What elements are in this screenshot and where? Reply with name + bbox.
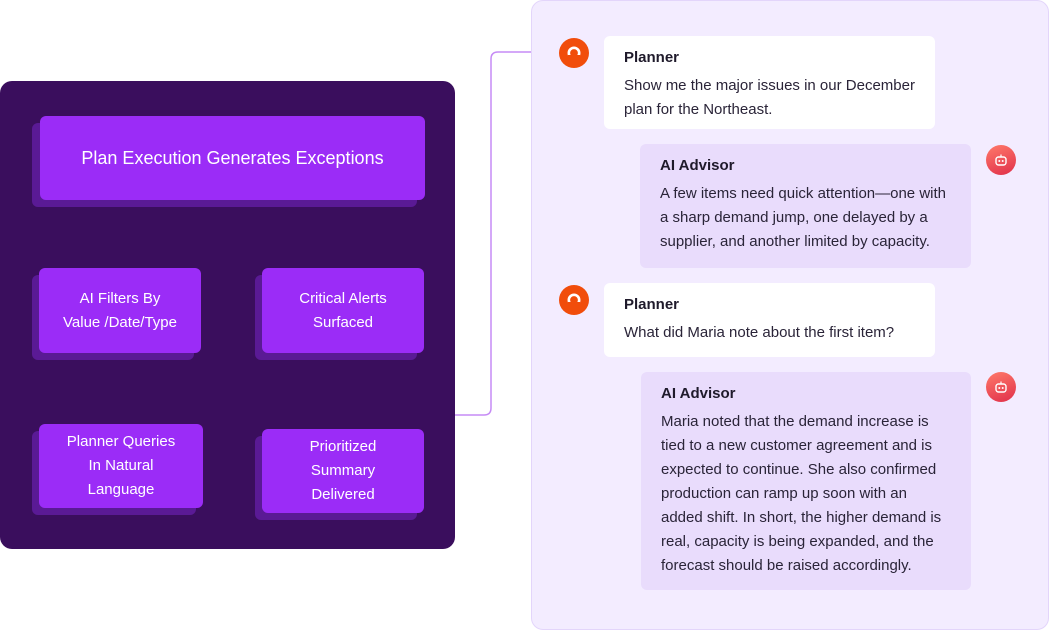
chat-message-advisor: AI Advisor A few items need quick attent…: [640, 144, 971, 268]
planner-avatar-icon: [559, 38, 589, 68]
message-text: Maria noted that the demand increase is …: [661, 413, 942, 574]
node-planner-queries: Planner Queries In Natural Language: [39, 424, 203, 508]
connector-flow-to-chat: [455, 51, 531, 416]
message-text: Show me the major issues in our December…: [624, 77, 915, 118]
message-speaker: Planner: [624, 296, 680, 313]
message-speaker: AI Advisor: [661, 385, 736, 402]
planner-avatar-icon: [559, 285, 589, 315]
node-ai-filters: AI Filters By Value /Date/Type: [39, 268, 201, 353]
node-plan-execution: Plan Execution Generates Exceptions: [40, 116, 425, 200]
message-text: What did Maria note about the first item…: [624, 324, 895, 341]
chat-message-planner: Planner What did Maria note about the fi…: [604, 283, 935, 357]
chat-message-planner: Planner Show me the major issues in our …: [604, 36, 935, 129]
message-speaker: Planner: [624, 49, 680, 66]
node-prioritized-summary: Prioritized Summary Delivered: [262, 429, 424, 513]
node-critical-alerts: Critical Alerts Surfaced: [262, 268, 424, 353]
robot-icon: [986, 372, 1016, 402]
robot-icon: [986, 145, 1016, 175]
message-text: A few items need quick attention—one wit…: [660, 185, 946, 250]
chat-message-advisor: AI Advisor Maria noted that the demand i…: [641, 372, 971, 590]
message-speaker: AI Advisor: [660, 157, 735, 174]
